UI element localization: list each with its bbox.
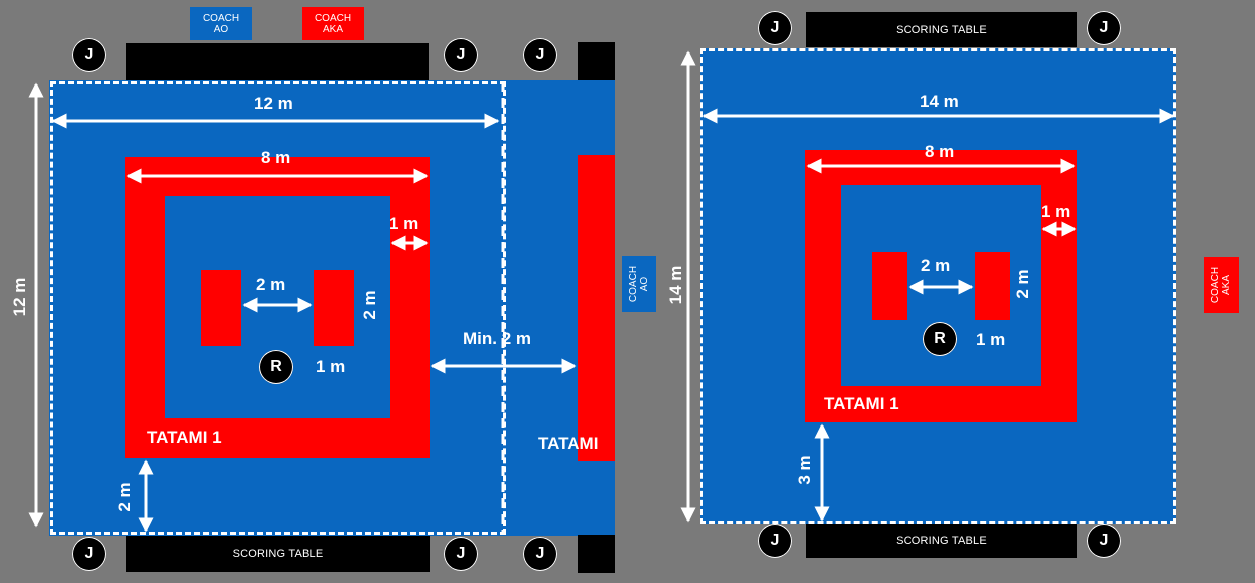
- right-start-height-label: 2 m: [1013, 269, 1032, 299]
- right-start-gap-label: 2 m: [921, 256, 951, 275]
- coach-ao-line2: AO: [213, 23, 229, 35]
- right-tatami-label: TATAMI 1: [824, 394, 899, 413]
- right-start-line-ao: [872, 252, 907, 320]
- coach-ao-line1: COACH: [202, 12, 240, 24]
- right-outer-height-label: 14 m: [666, 265, 685, 305]
- judge-icon: J: [72, 537, 106, 571]
- left-border-label: 1 m: [389, 214, 419, 233]
- left-partial-tatami-label: TATAMI: [538, 434, 599, 453]
- left-start-gap-label: 2 m: [256, 275, 286, 294]
- judge-icon: J: [523, 537, 557, 571]
- right-dashed-outline: [700, 48, 1176, 524]
- right-outer-width-label: 14 m: [920, 92, 959, 111]
- judge-icon: J: [758, 11, 792, 45]
- left-start-height-label: 2 m: [360, 290, 379, 320]
- judge-icon: J: [1087, 524, 1121, 558]
- left-between-areas-label: Min. 2 m: [463, 329, 532, 348]
- coach-aka-line1: COACH: [314, 12, 352, 24]
- left-scoring-table: SCORING TABLE: [126, 536, 430, 572]
- right-inner-width-label: 8 m: [925, 142, 955, 161]
- judge-icon: J: [444, 38, 478, 72]
- right-border-label: 1 m: [1041, 202, 1071, 221]
- judge-icon: J: [1087, 11, 1121, 45]
- left-start-line-aka: [314, 270, 354, 346]
- right-table-gap-label: 3 m: [795, 455, 814, 485]
- left-table-gap-label: 2 m: [115, 482, 134, 512]
- left-ref-distance-label: 1 m: [316, 357, 346, 376]
- left-top-table: [126, 43, 429, 80]
- judge-icon: J: [523, 38, 557, 72]
- left-outer-height-label: 12 m: [10, 277, 29, 317]
- right-top-scoring-table: SCORING TABLE: [806, 12, 1077, 47]
- right-bottom-scoring-table: SCORING TABLE: [806, 524, 1077, 558]
- coach-aka-line2: AKA: [322, 23, 343, 35]
- referee-icon: R: [923, 322, 957, 356]
- left-start-line-ao: [201, 270, 241, 346]
- right-ref-distance-label: 1 m: [976, 330, 1006, 349]
- left-partial-tatami-border: [578, 155, 615, 461]
- judge-icon: J: [72, 38, 106, 72]
- left-tatami-label: TATAMI 1: [147, 428, 222, 447]
- referee-icon: R: [259, 350, 293, 384]
- left-partial-top-table: [578, 42, 615, 80]
- judge-icon: J: [758, 524, 792, 558]
- left-outer-width-label: 12 m: [254, 94, 293, 113]
- judge-icon: J: [444, 537, 478, 571]
- right-start-line-aka: [975, 252, 1010, 320]
- left-inner-width-label: 8 m: [261, 148, 291, 167]
- left-partial-bottom-table: [578, 535, 615, 573]
